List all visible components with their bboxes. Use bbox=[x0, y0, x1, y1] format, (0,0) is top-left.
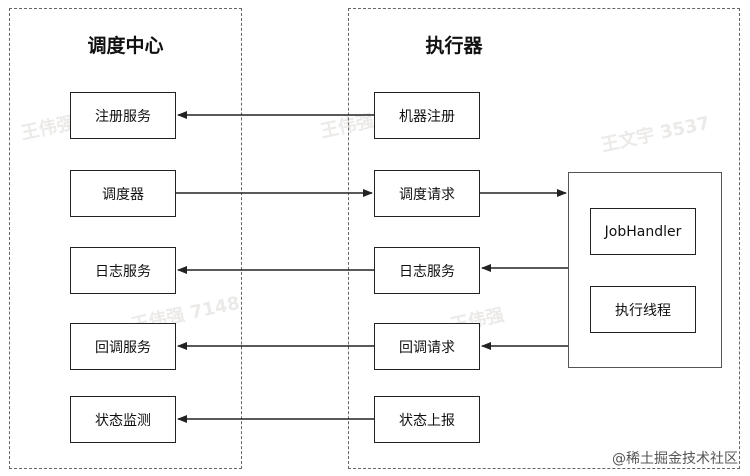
status-monitor-box: 状态监测 bbox=[70, 396, 176, 443]
executor-title: 执行器 bbox=[425, 35, 483, 57]
machine-registration-box: 机器注册 bbox=[374, 92, 480, 139]
executor-group: 执行器 bbox=[348, 8, 740, 469]
site-credit: @稀土掘金技术社区 bbox=[612, 451, 738, 467]
executor-log-service-box: 日志服务 bbox=[374, 247, 480, 294]
callback-service-box: 回调服务 bbox=[70, 323, 176, 370]
callback-request-box: 回调请求 bbox=[374, 323, 480, 370]
job-handler-panel bbox=[568, 172, 722, 368]
scheduler-box: 调度器 bbox=[70, 170, 176, 217]
registry-service-box: 注册服务 bbox=[70, 92, 176, 139]
log-service-box: 日志服务 bbox=[70, 247, 176, 294]
scheduler-center-group: 调度中心 bbox=[9, 8, 242, 469]
job-handler-box: JobHandler bbox=[590, 208, 696, 255]
scheduler-center-title: 调度中心 bbox=[87, 35, 164, 57]
schedule-request-box: 调度请求 bbox=[374, 170, 480, 217]
status-report-box: 状态上报 bbox=[374, 396, 480, 443]
execution-thread-box: 执行线程 bbox=[590, 286, 696, 333]
